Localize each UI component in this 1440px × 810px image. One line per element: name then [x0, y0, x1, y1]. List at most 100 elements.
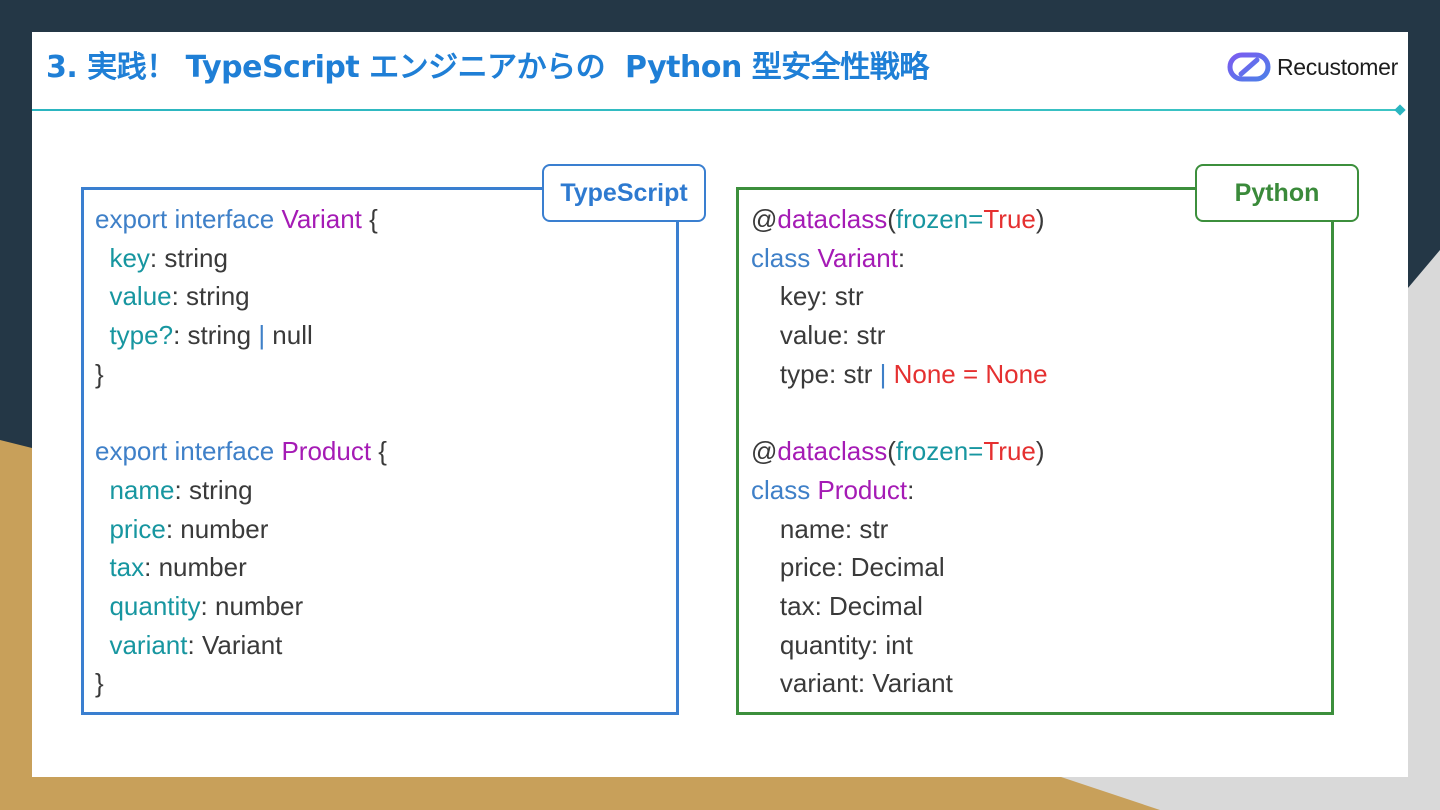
python-code: @dataclass(frozen=True)class Variant: ke… [751, 200, 1048, 703]
code-line: } [95, 355, 387, 394]
code-token: export interface [95, 204, 282, 234]
code-token: ) [1035, 436, 1045, 467]
code-token: price [109, 513, 166, 544]
code-token [95, 243, 109, 273]
code-token: True [983, 204, 1036, 234]
code-token: price: Decimal [751, 552, 945, 583]
code-line: @dataclass(frozen=True) [751, 432, 1048, 471]
code-line: @dataclass(frozen=True) [751, 200, 1048, 239]
code-token: name [109, 474, 175, 505]
code-token: None = None [886, 358, 1048, 389]
code-token: value [109, 281, 172, 312]
code-line [95, 394, 387, 433]
code-line: } [95, 664, 387, 703]
code-token: name: str [751, 513, 889, 544]
code-token: ) [1035, 204, 1045, 234]
code-line: type: str | None = None [751, 355, 1048, 394]
code-token [95, 552, 109, 582]
code-token: : string [171, 281, 250, 312]
code-token: : number [144, 552, 247, 583]
code-token: quantity: int [751, 629, 913, 660]
code-token: tax: Decimal [751, 591, 923, 622]
code-token: } [95, 668, 104, 699]
code-token: : string [149, 242, 228, 273]
code-token: null [265, 320, 313, 351]
code-token: export interface [95, 436, 282, 467]
code-token: True [983, 436, 1036, 467]
code-token: : [897, 242, 906, 273]
code-token: Variant [281, 204, 362, 234]
code-line: price: Decimal [751, 548, 1048, 587]
divider-end-marker [1394, 104, 1406, 116]
code-token: @ [751, 204, 778, 234]
typescript-code-box [81, 187, 679, 715]
python-code-box [736, 187, 1334, 715]
logo-text: Recustomer [1277, 53, 1398, 80]
code-line: export interface Product { [95, 432, 387, 471]
code-line: name: string [95, 471, 387, 510]
code-token [95, 630, 109, 660]
code-token: tax [109, 552, 145, 583]
recustomer-logo-icon [1227, 52, 1271, 82]
code-token: : [907, 474, 915, 505]
code-token: frozen= [895, 436, 984, 467]
code-token: variant: Variant [751, 668, 953, 699]
code-line: class Product: [751, 471, 1048, 510]
code-token: : Variant [187, 629, 283, 660]
logo: Recustomer [1227, 50, 1398, 84]
typescript-code: export interface Variant { key: string v… [95, 200, 387, 703]
code-token: Variant [817, 242, 898, 273]
code-token: dataclass [777, 436, 888, 467]
code-token: quantity [109, 591, 201, 622]
code-token: key [109, 242, 150, 273]
code-token [95, 281, 109, 311]
code-line: key: string [95, 239, 387, 278]
code-token: ( [887, 204, 896, 234]
code-token: value: str [751, 320, 886, 351]
code-line: name: str [751, 510, 1048, 549]
code-token [95, 475, 109, 505]
python-label: Python [1195, 164, 1359, 222]
code-token: : string [174, 474, 253, 505]
code-token: type? [109, 320, 174, 351]
code-line: tax: number [95, 548, 387, 587]
code-token: Product [817, 474, 908, 505]
code-line: value: str [751, 316, 1048, 355]
code-token: ( [887, 436, 896, 467]
code-line: quantity: int [751, 626, 1048, 665]
code-token: class [751, 474, 818, 505]
code-token: Product [281, 436, 372, 467]
code-line: variant: Variant [751, 664, 1048, 703]
code-token: : number [200, 591, 304, 622]
code-line: key: str [751, 277, 1048, 316]
code-token: dataclass [777, 204, 888, 234]
typescript-label: TypeScript [542, 164, 706, 222]
code-token: { [361, 204, 378, 234]
code-token: | [879, 358, 887, 389]
code-line: class Variant: [751, 239, 1048, 278]
code-token [95, 320, 109, 350]
code-token: : string [173, 320, 259, 351]
code-line: variant: Variant [95, 626, 387, 665]
title-divider [32, 109, 1398, 111]
code-line: tax: Decimal [751, 587, 1048, 626]
code-line: export interface Variant { [95, 200, 387, 239]
code-token [95, 591, 109, 621]
code-line: quantity: number [95, 587, 387, 626]
code-line: price: number [95, 510, 387, 549]
code-token: | [258, 320, 266, 351]
code-token: key: str [751, 281, 864, 312]
code-token: frozen= [895, 204, 984, 234]
code-token: { [371, 436, 387, 467]
code-line [751, 394, 1048, 433]
code-token: variant [109, 629, 188, 660]
slide: 3. 実践！ TypeScript エンジニアからの Python 型安全性戦略… [32, 32, 1408, 777]
slide-title: 3. 実践！ TypeScript エンジニアからの Python 型安全性戦略 [46, 50, 929, 85]
code-line: type?: string | null [95, 316, 387, 355]
code-token: class [751, 242, 818, 273]
code-token [95, 514, 109, 544]
code-token: @ [751, 436, 778, 467]
code-token: } [95, 358, 104, 389]
code-token: : number [165, 513, 269, 544]
code-token: type: str [751, 358, 880, 389]
